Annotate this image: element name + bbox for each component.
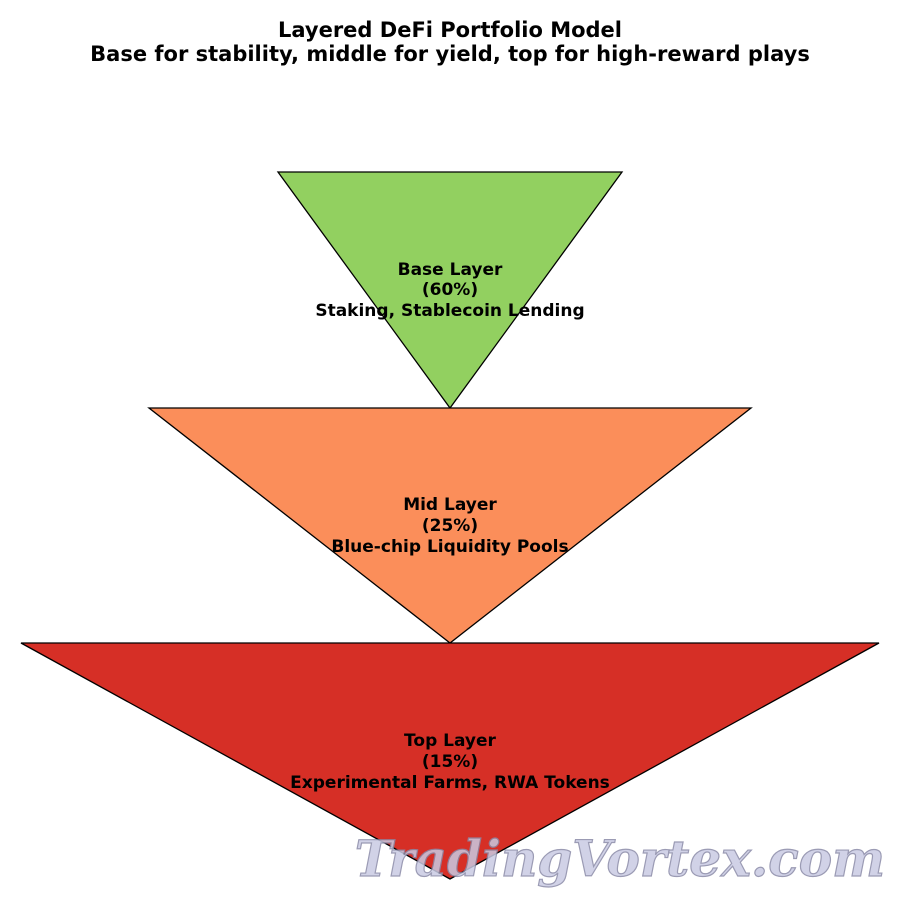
top-layer-description: Experimental Farms, RWA Tokens <box>290 773 610 793</box>
diagram-title: Layered DeFi Portfolio Model <box>278 18 622 42</box>
base-layer-triangle <box>276 171 624 410</box>
mid-layer-name: Mid Layer <box>403 495 497 515</box>
base-layer-description: Staking, Stablecoin Lending <box>315 301 584 321</box>
mid-layer-triangle <box>147 407 753 644</box>
top-layer-name: Top Layer <box>404 731 496 751</box>
top-layer-triangle <box>20 642 880 880</box>
base-layer-name: Base Layer <box>398 260 503 280</box>
mid-layer-share: (25%) <box>422 516 478 536</box>
diagram-subtitle: Base for stability, middle for yield, to… <box>90 42 810 66</box>
base-layer-share: (60%) <box>422 280 478 300</box>
watermark-logo: TradingVortex.com <box>355 829 885 888</box>
top-layer-share: (15%) <box>422 752 478 772</box>
mid-layer-description: Blue-chip Liquidity Pools <box>331 537 568 557</box>
